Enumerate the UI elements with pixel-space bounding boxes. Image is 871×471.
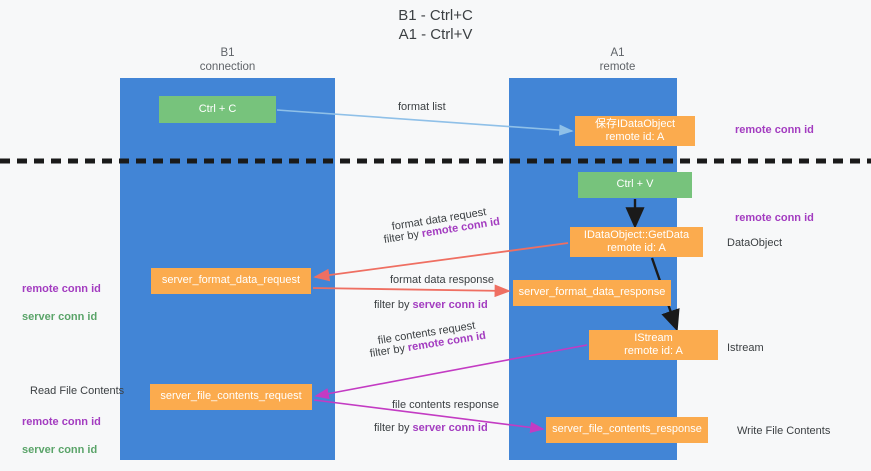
note-server-conn-id-left-1: server conn id xyxy=(22,311,98,323)
filter-by-prefix-1: filter by xyxy=(382,228,423,246)
node-server-file-contents-response[interactable]: server_file_contents_response xyxy=(546,417,708,443)
edge-label-format-list: format list xyxy=(398,101,446,113)
arrow-format-data-response xyxy=(312,284,511,298)
edge-label-filter-by-server-1: filter by server conn id xyxy=(374,298,488,313)
note-read-file-contents: Read File Contents xyxy=(30,385,125,397)
node-server-format-data-response[interactable]: server_format_data_response xyxy=(513,280,671,306)
note-remote-conn-id-top: remote conn id xyxy=(735,124,814,136)
node-server-format-data-request[interactable]: server_format_data_request xyxy=(151,268,311,294)
node-ctrl-v[interactable]: Ctrl + V xyxy=(578,172,692,198)
filter-by-prefix-4: filter by xyxy=(374,422,413,434)
note-remote-conn-id-left-2: remote conn id xyxy=(22,416,101,428)
node-istream[interactable]: IStream remote id: A xyxy=(589,330,718,360)
note-write-file-contents: Write File Contents xyxy=(737,425,831,437)
swimlane-title-b1: B1 connection xyxy=(199,47,256,73)
note-remote-conn-id-middle: remote conn id xyxy=(735,212,814,224)
edge-label-filter-by-server-2: filter by server conn id xyxy=(374,421,488,436)
note-istream: Istream xyxy=(727,342,764,354)
node-ctrl-c[interactable]: Ctrl + C xyxy=(159,96,276,123)
note-server-conn-id-left-2: server conn id xyxy=(22,444,98,456)
node-save-idataobject[interactable]: 保存IDataObject remote id: A xyxy=(575,116,695,146)
note-conn-ids-format: remote conn id server conn id xyxy=(22,268,101,338)
note-remote-conn-id-left-1: remote conn id xyxy=(22,283,101,295)
diagram-title: B1 - Ctrl+C A1 - Ctrl+V xyxy=(398,7,473,43)
swimlane-title-a1: A1 remote xyxy=(599,47,636,73)
note-dataobject: DataObject xyxy=(727,237,783,249)
filter-by-server-conn-id-2: server conn id xyxy=(412,422,488,434)
filter-by-prefix-2: filter by xyxy=(374,299,413,311)
filter-by-prefix-3: filter by xyxy=(368,342,409,360)
edge-label-format-data-response: format data response xyxy=(390,274,494,286)
node-server-file-contents-request[interactable]: server_file_contents_request xyxy=(150,384,312,410)
filter-by-server-conn-id-1: server conn id xyxy=(412,299,488,311)
note-conn-ids-file: remote conn id server conn id xyxy=(22,401,101,471)
edge-label-file-contents-response: file contents response xyxy=(392,399,500,411)
node-idataobject-getdata[interactable]: IDataObject::GetData remote id: A xyxy=(570,227,703,257)
